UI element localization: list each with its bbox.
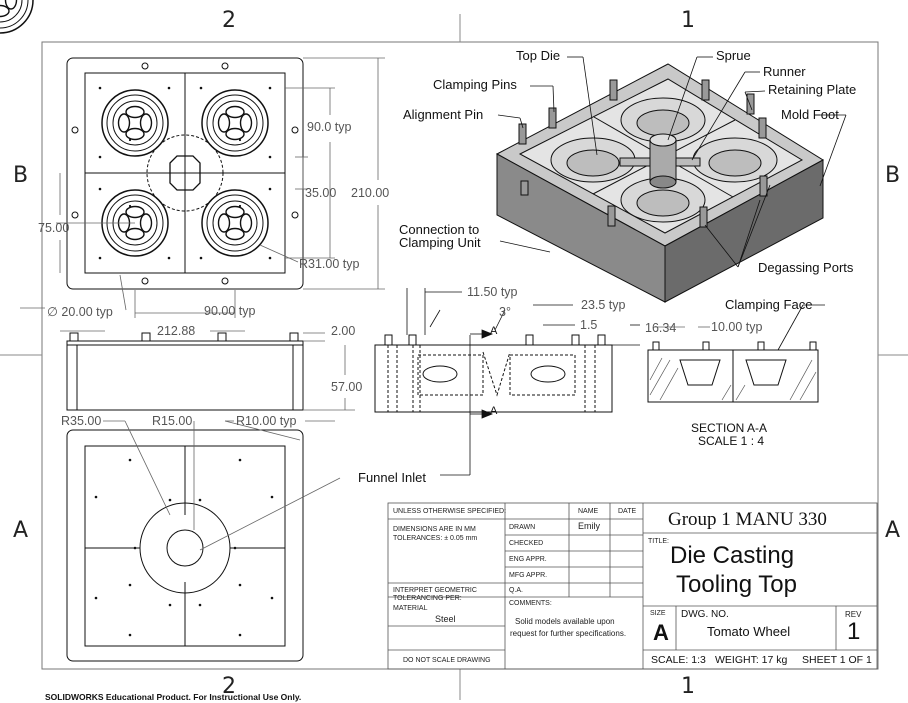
label-sprue: Sprue: [716, 48, 751, 63]
label-alignment-pin: Alignment Pin: [403, 107, 484, 122]
label-runner: Runner: [763, 64, 806, 79]
section-a-a: [647, 326, 819, 403]
tb-name-header: NAME: [578, 508, 599, 515]
tb-qa: Q.A.: [509, 587, 524, 594]
dim-23-5: 23.5 typ: [581, 298, 626, 312]
tb-size: A: [653, 620, 669, 645]
section-markers: [406, 288, 640, 476]
isometric-leaders: [497, 56, 847, 351]
label-connection-line1: Connection to: [399, 222, 480, 237]
tb-rev-header: REV: [845, 610, 862, 619]
dim-75: 75.00: [38, 221, 70, 235]
tb-drawn-name: Emily: [578, 521, 600, 531]
zone-top-2: 2: [222, 8, 236, 33]
tb-company: Group 1 MANU 330: [668, 509, 827, 530]
label-mold-foot: Mold Foot: [781, 107, 839, 122]
zone-top-1: 1: [681, 8, 695, 33]
zone-bottom-2: 2: [222, 674, 236, 699]
dim-r15: R15.00: [152, 414, 193, 428]
tb-eng-appr: ENG APPR.: [509, 556, 547, 563]
tb-title-line2: Tooling Top: [676, 571, 797, 598]
tb-dims-line2: TOLERANCES: ± 0.05 mm: [393, 535, 478, 542]
top-view-dimensions: [20, 57, 385, 318]
section-title: SECTION A-A: [691, 421, 768, 435]
title-block-grid: [387, 502, 878, 670]
zone-left-b: B: [13, 163, 29, 188]
dim-16-34: 16.34: [645, 321, 677, 335]
label-degassing-ports: Degassing Ports: [758, 260, 854, 275]
tb-drawn: DRAWN: [509, 524, 536, 531]
front-view-dimensions: [60, 330, 355, 411]
tb-unless: UNLESS OTHERWISE SPECIFIED:: [393, 508, 507, 515]
tb-material-header: MATERIAL: [393, 605, 428, 612]
dim-r10: R10.00 typ: [236, 414, 297, 428]
dim-90-typ: 90.0 typ: [307, 120, 352, 134]
tb-date-header: DATE: [618, 508, 637, 515]
tb-dwg-no: Tomato Wheel: [707, 624, 791, 639]
tb-checked: CHECKED: [509, 540, 544, 547]
tb-size-header: SIZE: [650, 610, 666, 617]
tb-dwg-header: DWG. NO.: [681, 609, 729, 620]
dim-10-typ: 10.00 typ: [711, 320, 763, 334]
isometric-view: [495, 63, 824, 303]
tb-material: Steel: [435, 614, 456, 624]
dim-r35: R35.00: [61, 414, 102, 428]
dim-35: 35.00: [305, 186, 337, 200]
section-marker-bottom: A: [490, 405, 498, 417]
dim-57: 57.00: [331, 380, 363, 394]
tb-interpret-line1: INTERPRET GEOMETRIC: [393, 587, 477, 594]
tb-interpret-line2: TOLERANCING PER:: [393, 595, 462, 602]
tb-comments-header: COMMENTS:: [509, 600, 552, 607]
label-top-die: Top Die: [516, 48, 561, 63]
dim-212: 212.88: [157, 324, 196, 338]
tb-dims-line1: DIMENSIONS ARE IN MM: [393, 526, 476, 533]
tb-comments-line1: Solid models available upon: [515, 617, 615, 626]
tb-rev: 1: [847, 618, 861, 645]
section-scale: SCALE 1 : 4: [698, 434, 765, 448]
zone-bottom-1: 1: [681, 674, 695, 699]
tb-title-header: TITLE:: [648, 538, 670, 545]
label-clamping-pins: Clamping Pins: [433, 77, 517, 92]
bottom-view: [66, 429, 304, 662]
tb-weight: WEIGHT: 17 kg: [715, 654, 788, 666]
section-marker-top: A: [490, 325, 498, 337]
label-retaining-plate: Retaining Plate: [768, 82, 857, 97]
top-view: [0, 0, 304, 290]
middle-side-view: [374, 334, 613, 413]
dim-3deg: 3°: [499, 305, 511, 319]
footer-watermark: SOLIDWORKS Educational Product. For Inst…: [45, 692, 302, 702]
front-view: [66, 332, 304, 411]
tb-no-scale: DO NOT SCALE DRAWING: [403, 657, 491, 664]
dim-2: 2.00: [331, 324, 356, 338]
label-clamping-face: Clamping Face: [725, 297, 813, 312]
tb-sheet: SHEET 1 OF 1: [802, 654, 872, 666]
dim-1-5: 1.5: [580, 318, 598, 332]
dim-11-5: 11.50 typ: [467, 285, 518, 299]
tb-scale: SCALE: 1:3: [651, 654, 706, 666]
dim-90-bottom: 90.00 typ: [204, 304, 256, 318]
label-connection-line2: Clamping Unit: [399, 235, 481, 250]
dim-210: 210.00: [351, 186, 390, 200]
tb-title-line1: Die Casting: [670, 542, 795, 569]
dim-r31: R31.00 typ: [299, 257, 360, 271]
zone-left-a: A: [13, 518, 29, 543]
tb-mfg-appr: MFG APPR.: [509, 572, 548, 579]
tb-comments-line2: request for further specifications.: [510, 629, 627, 638]
bottom-view-dimensions: [103, 420, 341, 551]
label-funnel-inlet: Funnel Inlet: [358, 470, 426, 485]
dim-phi20: ∅ 20.00 typ: [47, 305, 113, 319]
zone-right-a: A: [885, 518, 901, 543]
zone-right-b: B: [885, 163, 901, 188]
